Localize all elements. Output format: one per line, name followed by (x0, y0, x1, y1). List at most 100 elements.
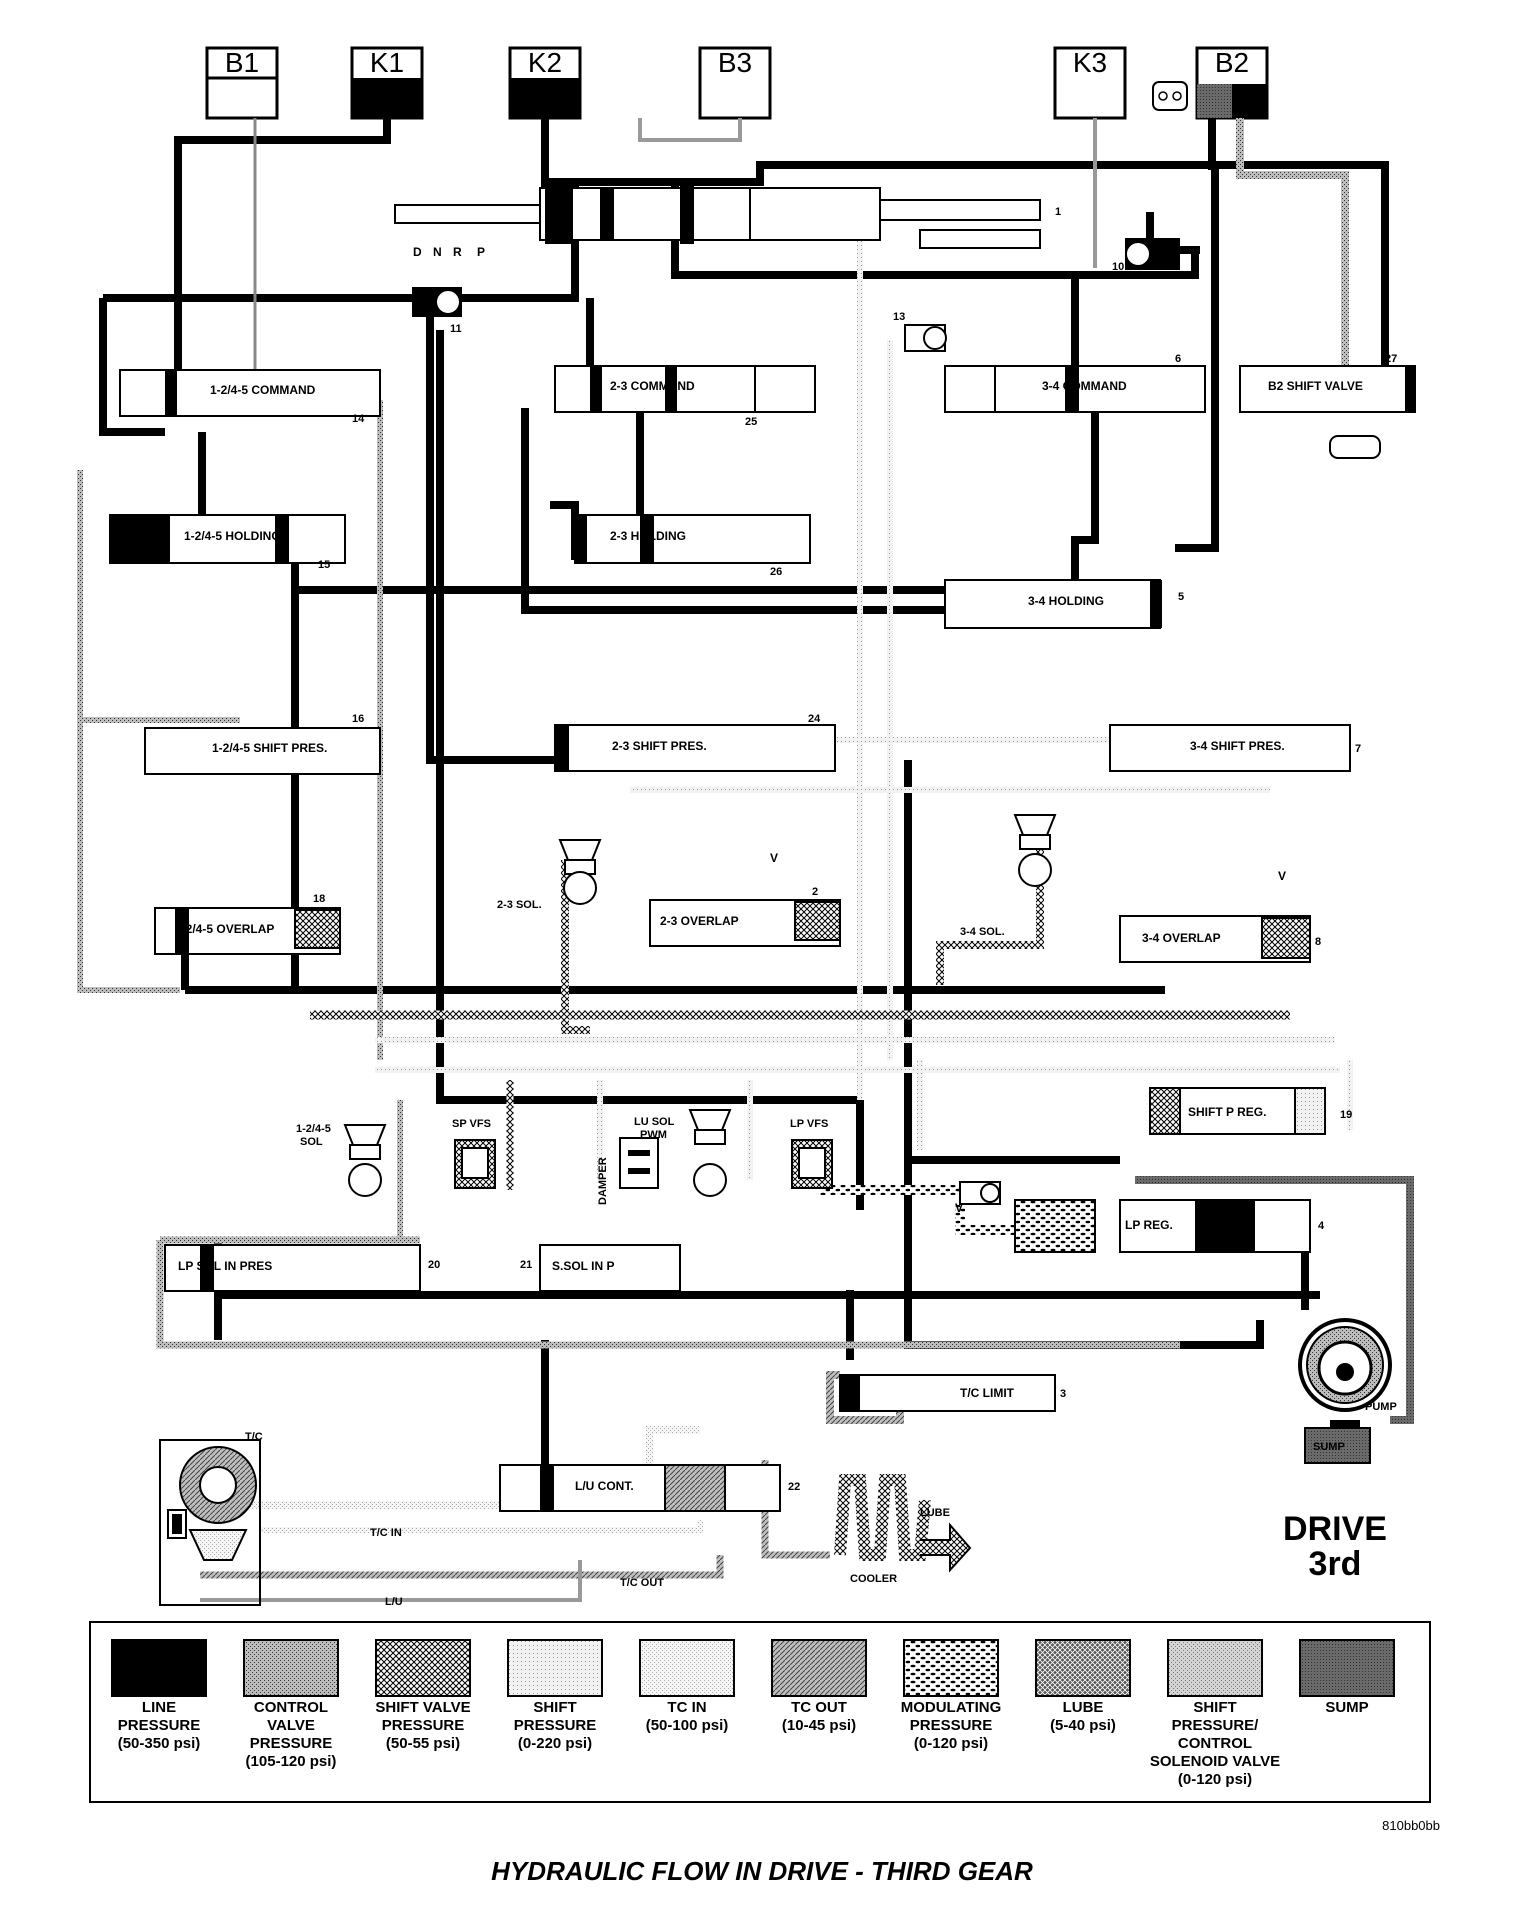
valve-lu-cont: L/U CONT. 22 (499, 1464, 800, 1512)
legend-swatch-shiftsol (1167, 1639, 1263, 1697)
solenoid-lp-vfs: LP VFS (790, 1118, 833, 1189)
legend-label-control: CONTROL (254, 1699, 328, 1716)
number-21: 21 (520, 1259, 532, 1271)
legend-swatch-modulating (903, 1639, 999, 1697)
legend-label-shiftsol: PRESSURE/ (1172, 1717, 1260, 1734)
solenoid-34: 3-4 SOL. (960, 814, 1057, 938)
legend-label-control: PRESSURE (250, 1735, 333, 1752)
number-16: 16 (352, 713, 364, 725)
number-10: 10 (1112, 261, 1124, 273)
valve-34-command-label: 3-4 COMMAND (1042, 379, 1127, 393)
clutch-b1: B1 (205, 46, 279, 120)
valve-lp-reg-label: LP REG. (1125, 1218, 1173, 1232)
valve-34-holding: 3-4 HOLDING 5 (944, 579, 1184, 629)
clutch-k1-label: K1 (370, 47, 404, 78)
valve-bodies: 1-2/4-5 COMMAND 14 2-3 COMMAND 25 3-4 CO… (109, 353, 1416, 1512)
solenoid-lu-check (688, 1109, 732, 1197)
solenoid-lu-label-2: PWM (640, 1129, 667, 1141)
solenoid-34-label: 3-4 SOL. (960, 926, 1005, 938)
legend-label-shiftvalve: SHIFT VALVE (375, 1699, 470, 1716)
pump-assembly: PUMP SUMP (1298, 1318, 1397, 1464)
solenoid-lu-label-1: LU SOL (634, 1116, 675, 1128)
number-14: 14 (352, 413, 365, 425)
legend-swatch-control (243, 1639, 339, 1697)
legend-label-tcin: TC IN (667, 1699, 706, 1716)
valve-34-holding-label: 3-4 HOLDING (1028, 594, 1104, 608)
clutch-b3-label: B3 (718, 47, 752, 78)
gear-state: DRIVE 3rd (1283, 1510, 1387, 1583)
number-20: 20 (428, 1259, 440, 1271)
number-27: 27 (1385, 353, 1397, 365)
legend-label-line: (50-350 psi) (118, 1735, 201, 1752)
legend-swatch-lube (1035, 1639, 1131, 1697)
legend-label-lube: (5-40 psi) (1050, 1717, 1116, 1734)
number-19: 19 (1340, 1109, 1352, 1121)
cooler-label: COOLER (850, 1573, 897, 1585)
valve-s-sol-in-p-label: S.SOL IN P (552, 1259, 614, 1273)
svg-text:V: V (955, 1201, 963, 1215)
legend-item-tcout: TC OUT(10-45 psi) (771, 1639, 867, 1734)
legend-swatch-sump (1299, 1639, 1395, 1697)
legend-swatch-tcout (771, 1639, 867, 1697)
selector-n: N (433, 245, 442, 259)
clutch-b2: B2 (1195, 46, 1269, 120)
valve-23-overlap: 2-3 OVERLAP 2 V (649, 851, 841, 947)
solenoid-23: 2-3 SOL. (497, 839, 602, 911)
valve-tc-limit: T/C LIMIT 3 (839, 1374, 1066, 1412)
number-4: 4 (1318, 1220, 1325, 1232)
clutch-k3-label: K3 (1073, 47, 1107, 78)
legend-swatch-shiftvalve (375, 1639, 471, 1697)
legend-item-tcin: TC IN(50-100 psi) (639, 1639, 735, 1734)
valve-s-sol-in-p: S.SOL IN P 21 (520, 1244, 681, 1292)
valve-1245-holding: 1-2/4-5 HOLDING 15 (109, 514, 346, 571)
valve-1245-shift-pres-label: 1-2/4-5 SHIFT PRES. (212, 741, 327, 755)
lu-label: L/U (385, 1596, 403, 1608)
number-1: 1 (1055, 206, 1061, 218)
number-8: 8 (1315, 936, 1321, 948)
check-ball-13: 13 (893, 311, 947, 352)
valve-34-overlap: 3-4 OVERLAP 8 V (1119, 869, 1321, 963)
svg-text:V: V (1278, 869, 1286, 883)
legend-swatch-shift (507, 1639, 603, 1697)
valve-b2-shift: B2 SHIFT VALVE 27 (1239, 353, 1416, 459)
legend-label-shiftsol: SHIFT (1193, 1699, 1236, 1716)
tc-in-label: T/C IN (370, 1527, 402, 1539)
valve-1245-command: 1-2/4-5 COMMAND 14 (119, 369, 381, 425)
sump-label: SUMP (1313, 1441, 1345, 1453)
number-22: 22 (788, 1481, 800, 1493)
solenoid-sp-vfs-label: SP VFS (452, 1118, 491, 1130)
valve-23-shift-pres-label: 2-3 SHIFT PRES. (612, 739, 707, 753)
solenoid-23-label: 2-3 SOL. (497, 899, 542, 911)
legend-label-control: VALVE (267, 1717, 315, 1734)
solenoid-lu-pwm: LU SOL PWM DAMPER (597, 1116, 675, 1205)
valve-shift-p-reg-label: SHIFT P REG. (1188, 1105, 1266, 1119)
legend-label-control: (105-120 psi) (246, 1753, 337, 1770)
solenoid-lp-vfs-label: LP VFS (790, 1118, 828, 1130)
number-5: 5 (1178, 591, 1184, 603)
legend-label-line: PRESSURE (118, 1717, 201, 1734)
valve-23-holding: 2-3 HOLDING 26 (574, 514, 811, 578)
valve-1245-command-label: 1-2/4-5 COMMAND (210, 383, 316, 397)
check-ball-9: V (955, 1181, 1001, 1215)
valve-lp-reg: LP REG. 4 (1014, 1199, 1325, 1253)
check-ball-10: 10 (1112, 238, 1180, 273)
valve-1245-holding-label: 1-2/4-5 HOLDING (184, 529, 281, 543)
legend-label-shift: SHIFT (533, 1699, 576, 1716)
legend-label-shiftvalve: (50-55 psi) (386, 1735, 460, 1752)
clutch-k2: K2 (508, 46, 582, 120)
number-13: 13 (893, 311, 905, 323)
valve-lp-sol-in-pres-label: LP SOL IN PRES (178, 1259, 272, 1273)
legend-label-shiftsol: CONTROL (1178, 1735, 1252, 1752)
valve-shift-p-reg: SHIFT P REG. 19 (1149, 1087, 1352, 1135)
valve-23-command-label: 2-3 COMMAND (610, 379, 695, 393)
number-7: 7 (1355, 743, 1361, 755)
svg-text:V: V (770, 851, 778, 865)
damper-label: DAMPER (597, 1157, 609, 1205)
number-6: 6 (1175, 353, 1181, 365)
valve-34-shift-pres: 3-4 SHIFT PRES. 7 (1109, 724, 1361, 772)
